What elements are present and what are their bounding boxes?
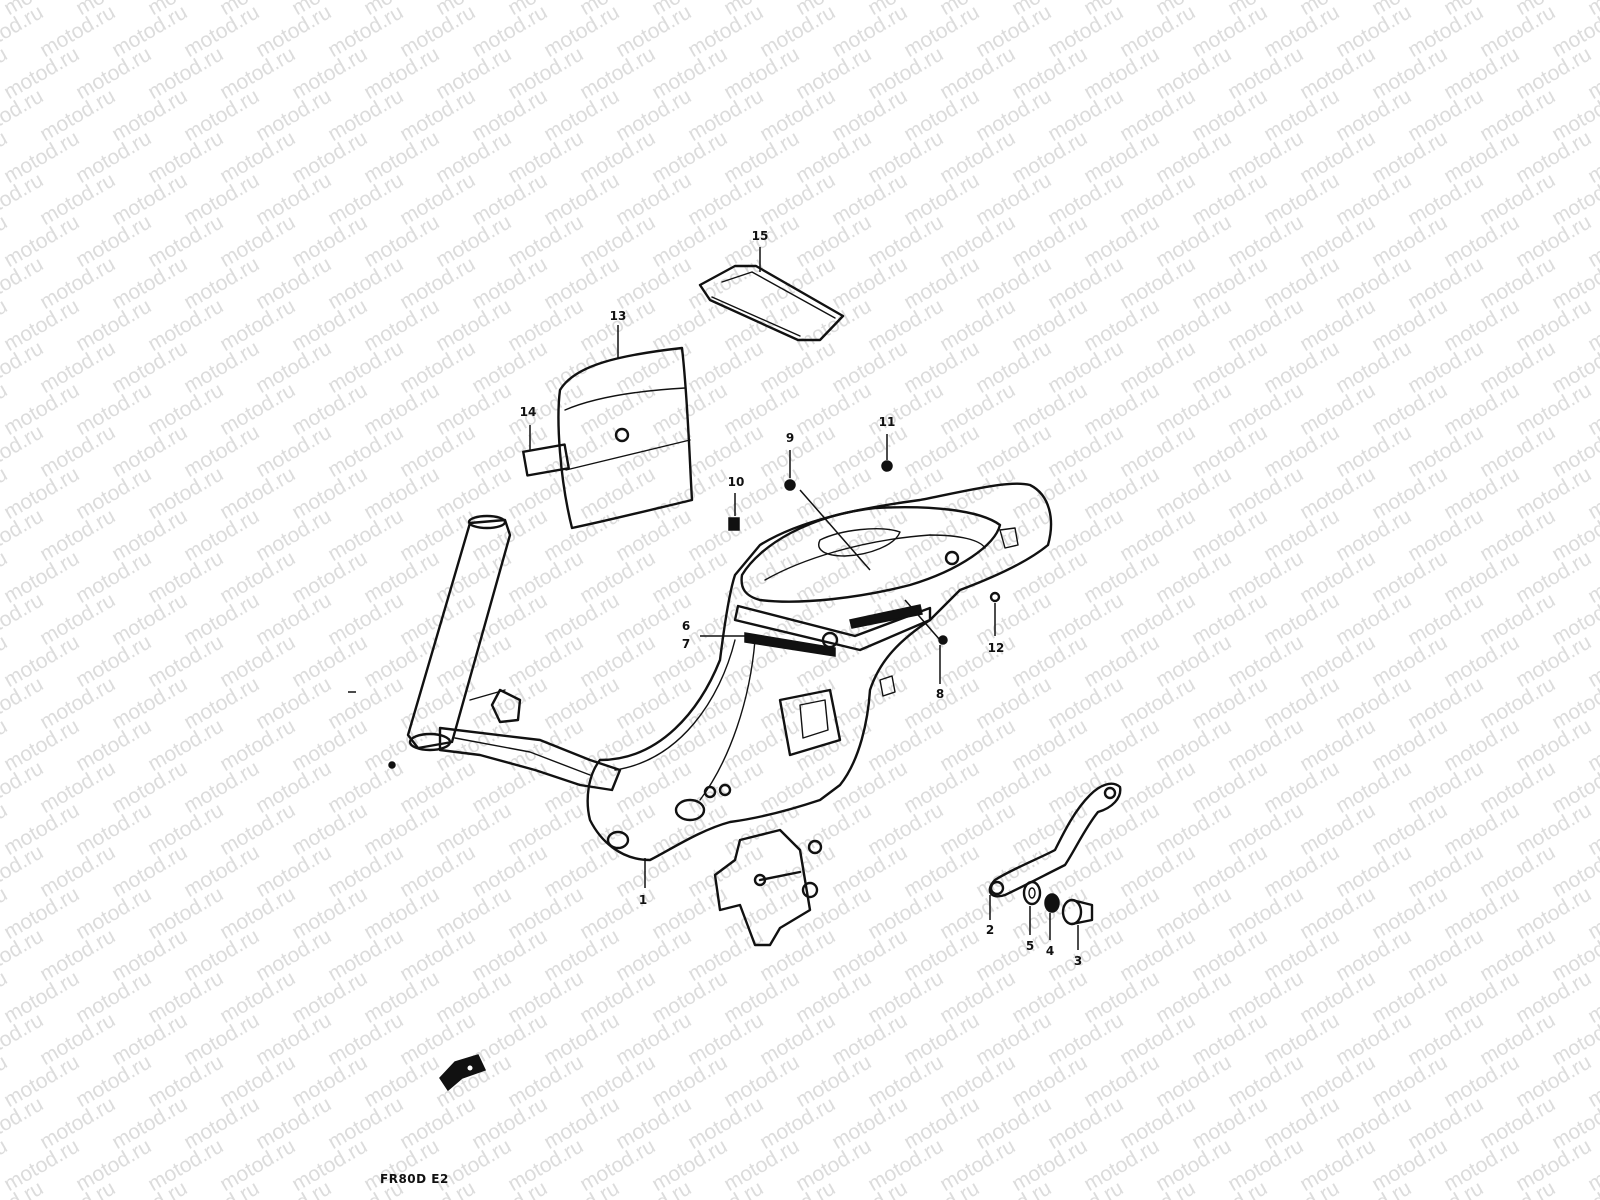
part-10-nut [728, 517, 740, 531]
part-3-bolt [1061, 898, 1094, 926]
part-4-lock-washer [1044, 893, 1060, 913]
part-8-screw [938, 635, 948, 645]
callout-12: 12 [988, 641, 1005, 655]
callout-1: 1 [639, 893, 647, 907]
stray-mark [388, 761, 396, 769]
leader-8-to-frame [904, 599, 941, 641]
callout-6: 6 [682, 619, 690, 633]
callout-13: 13 [610, 309, 627, 323]
part-9-grommet [784, 479, 796, 491]
part-2-bracket [988, 782, 1122, 898]
callout-2: 2 [986, 923, 994, 937]
callout-10: 10 [728, 475, 745, 489]
callout-9: 9 [786, 431, 794, 445]
leader-9-to-frame [799, 489, 871, 571]
model-code-caption: FR80D E2 [380, 1172, 449, 1186]
part-1-frame-body [406, 482, 1053, 947]
callout-7: 7 [682, 637, 690, 651]
callout-5: 5 [1026, 939, 1034, 953]
part-13-cover-pad [557, 346, 694, 530]
callout-11: 11 [879, 415, 896, 429]
callout-8: 8 [936, 687, 944, 701]
part-14-clip [522, 443, 570, 477]
part-12-clip [989, 591, 1001, 603]
part-15-cover-plate [698, 264, 845, 342]
callout-14: 14 [520, 405, 537, 419]
callout-15: 15 [752, 229, 769, 243]
part-11-rivet [881, 460, 893, 472]
forward-arrow-icon [439, 1054, 487, 1092]
part-5-washer [1022, 880, 1042, 906]
callout-3: 3 [1074, 954, 1082, 968]
callout-4: 4 [1046, 944, 1054, 958]
